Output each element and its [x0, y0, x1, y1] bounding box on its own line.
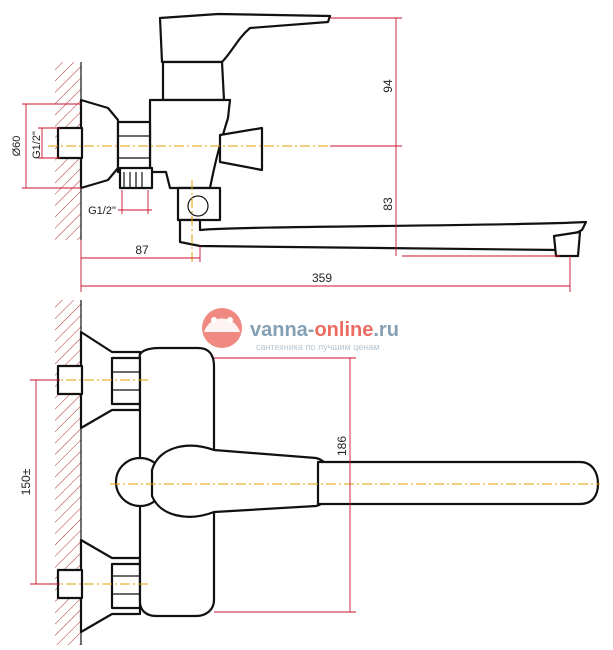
handle-neck: [161, 60, 226, 102]
spout-swivel: [176, 186, 222, 222]
svg-text:94: 94: [381, 79, 395, 93]
eccentric-nut: [116, 120, 152, 174]
svg-text:87: 87: [135, 243, 149, 257]
lever-handle-front: [150, 444, 332, 518]
front-view: 150± 186: [19, 300, 600, 645]
dim-thread-inlet: G1/2": [31, 127, 60, 159]
svg-text:Ø60: Ø60: [11, 136, 23, 157]
dim-150: 150±: [19, 379, 60, 585]
dim-diameter-60: Ø60: [11, 103, 81, 189]
eccentric-flange: [79, 98, 120, 190]
svg-text:186: 186: [335, 436, 349, 456]
dim-94: 94: [330, 17, 402, 147]
svg-text:83: 83: [381, 197, 395, 211]
svg-text:G1/2": G1/2": [88, 205, 116, 217]
valve-body-side: [148, 98, 232, 190]
dim-thread-outlet: G1/2": [88, 190, 152, 217]
spout-front: [316, 460, 600, 506]
watermark: vanna-online.ru сантехника по лучшим цен…: [202, 308, 399, 352]
diverter-knob: [218, 126, 264, 172]
spout-side: [178, 218, 588, 252]
watermark-tagline: сантехника по лучшим ценам: [256, 342, 379, 352]
dim-359: 359: [81, 256, 571, 292]
svg-text:G1/2": G1/2": [31, 131, 43, 159]
aerator: [552, 230, 582, 258]
dim-83: 83: [381, 146, 560, 257]
watermark-logo-icon: [202, 308, 242, 348]
dim-186: 186: [214, 357, 356, 613]
svg-text:359: 359: [312, 271, 332, 285]
watermark-brand: vanna-online.ru: [250, 319, 399, 341]
lever-handle-side: [158, 12, 332, 64]
inlet-pipe-top: [56, 126, 84, 160]
dim-87: 87: [80, 240, 201, 292]
top-view: 94 83 Ø60 G1/2" G1/2": [11, 12, 588, 292]
svg-text:150±: 150±: [19, 468, 33, 495]
